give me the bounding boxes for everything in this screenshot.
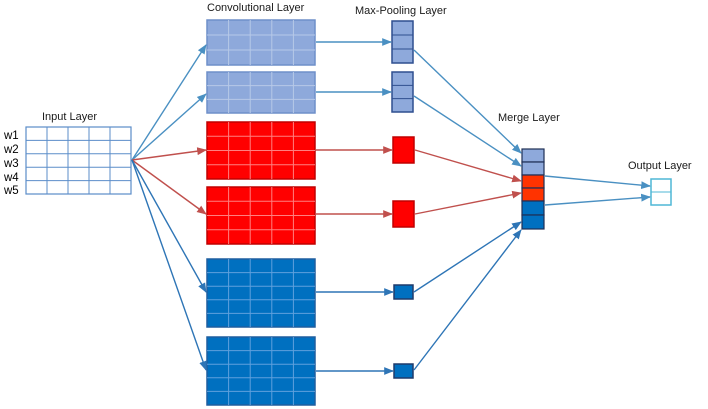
input-row-label: w1 bbox=[3, 130, 19, 142]
arrow-input-to-conv bbox=[131, 147, 207, 161]
output-layer-box bbox=[650, 178, 672, 206]
input-layer-grid-frame bbox=[25, 126, 132, 195]
merge-cell bbox=[521, 161, 545, 176]
pool-blue-1-frame bbox=[393, 284, 414, 300]
conv-map-red-2 bbox=[206, 186, 316, 245]
input-layer-label: Input Layer bbox=[42, 111, 97, 123]
conv-map-light-1 bbox=[206, 19, 316, 66]
arrow-input-to-conv bbox=[131, 159, 207, 215]
arrow-pool-to-merge bbox=[413, 95, 522, 167]
arrow-pool-to-merge bbox=[413, 229, 522, 371]
pool-red-1-frame bbox=[392, 136, 415, 164]
arrow-pool-to-merge bbox=[414, 149, 522, 183]
arrow-input-to-conv bbox=[131, 159, 207, 293]
conv-map-red-1 bbox=[206, 121, 316, 180]
arrow-merge-to-output bbox=[544, 193, 651, 206]
input-row-labels: w1 w2 w3 w4 w5 bbox=[3, 130, 19, 197]
pool-red-1 bbox=[392, 136, 415, 164]
input-row-label: w4 bbox=[3, 172, 19, 184]
arrow-input-to-conv bbox=[131, 93, 207, 161]
convolutional-layer-label: Convolutional Layer bbox=[207, 2, 305, 14]
input-row-label: w5 bbox=[3, 185, 19, 197]
conv-map-blue-2-frame bbox=[206, 336, 316, 406]
merge-layer-label: Merge Layer bbox=[498, 112, 560, 124]
conv-map-light-2-frame bbox=[206, 71, 316, 114]
arrow-pool-to-merge bbox=[413, 221, 522, 293]
conv-map-light-2 bbox=[206, 71, 316, 114]
merge-cell bbox=[521, 148, 545, 163]
merge-cell bbox=[521, 200, 545, 216]
conv-map-blue-2 bbox=[206, 336, 316, 406]
merge-layer-stack bbox=[521, 148, 545, 230]
pool-blue-2-frame bbox=[393, 363, 414, 379]
input-row-label: w2 bbox=[3, 144, 19, 156]
conv-map-light-1-frame bbox=[206, 19, 316, 66]
pool-blue-1 bbox=[393, 284, 414, 300]
merge-cell bbox=[521, 174, 545, 189]
merge-cell bbox=[521, 214, 545, 230]
arrow-input-to-conv bbox=[131, 159, 207, 371]
input-layer-grid bbox=[25, 126, 132, 195]
pool-blue-2 bbox=[393, 363, 414, 379]
output-layer-label: Output Layer bbox=[628, 160, 692, 172]
pool-red-2 bbox=[392, 200, 415, 228]
input-row-label: w3 bbox=[3, 158, 19, 170]
pool-light-2-frame bbox=[391, 71, 414, 113]
conv-map-blue-1-frame bbox=[206, 258, 316, 328]
conv-map-blue-1 bbox=[206, 258, 316, 328]
arrow-pool-to-merge bbox=[414, 190, 522, 215]
merge-cell bbox=[521, 187, 545, 202]
arrow-input-to-conv bbox=[131, 44, 207, 161]
pool-light-2 bbox=[391, 71, 414, 113]
max-pooling-layer-label: Max-Pooling Layer bbox=[355, 5, 447, 17]
arrow-merge-to-output bbox=[544, 175, 651, 190]
arrow-pool-to-merge bbox=[413, 49, 522, 154]
pool-light-1 bbox=[391, 20, 414, 64]
pool-red-2-frame bbox=[392, 200, 415, 228]
pool-light-1-frame bbox=[391, 20, 414, 64]
